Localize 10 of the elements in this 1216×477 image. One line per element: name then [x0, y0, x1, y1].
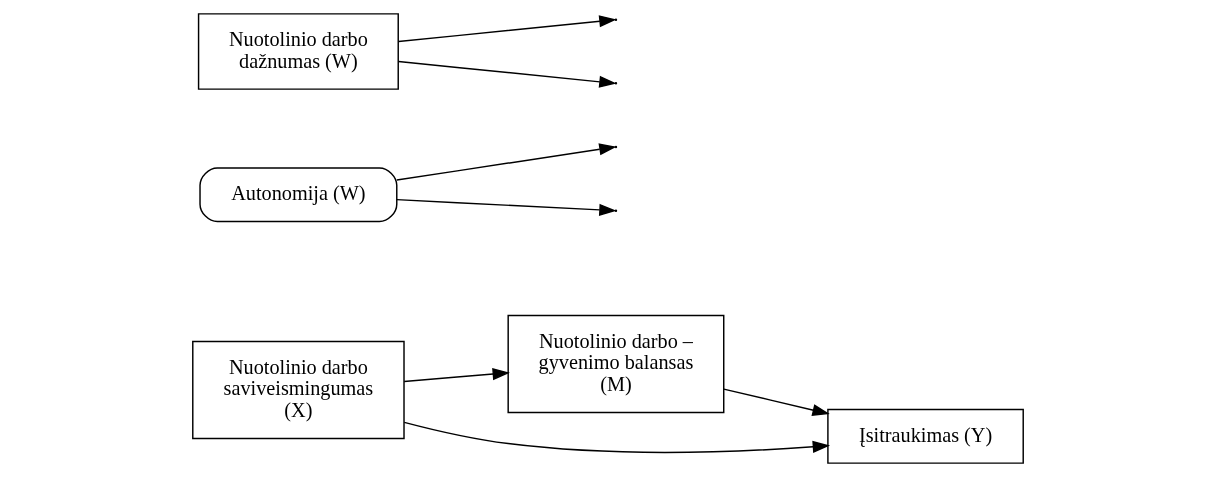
node-box: Nuotolinio darbo – gyvenimo balansas (M) [507, 314, 725, 414]
arrow [396, 143, 617, 181]
arrow [403, 368, 510, 383]
node-box: Įsitraukimas (Y) [827, 408, 1024, 464]
arrow [396, 198, 617, 216]
node-box: Autonomija (W) [199, 167, 398, 223]
node-box: Nuotolinio darbo saviveismingumas (X) [192, 340, 405, 440]
arrow [723, 388, 830, 416]
node-box: Nuotolinio darbo dažnumas (W) [197, 13, 399, 90]
arrow [403, 421, 831, 453]
